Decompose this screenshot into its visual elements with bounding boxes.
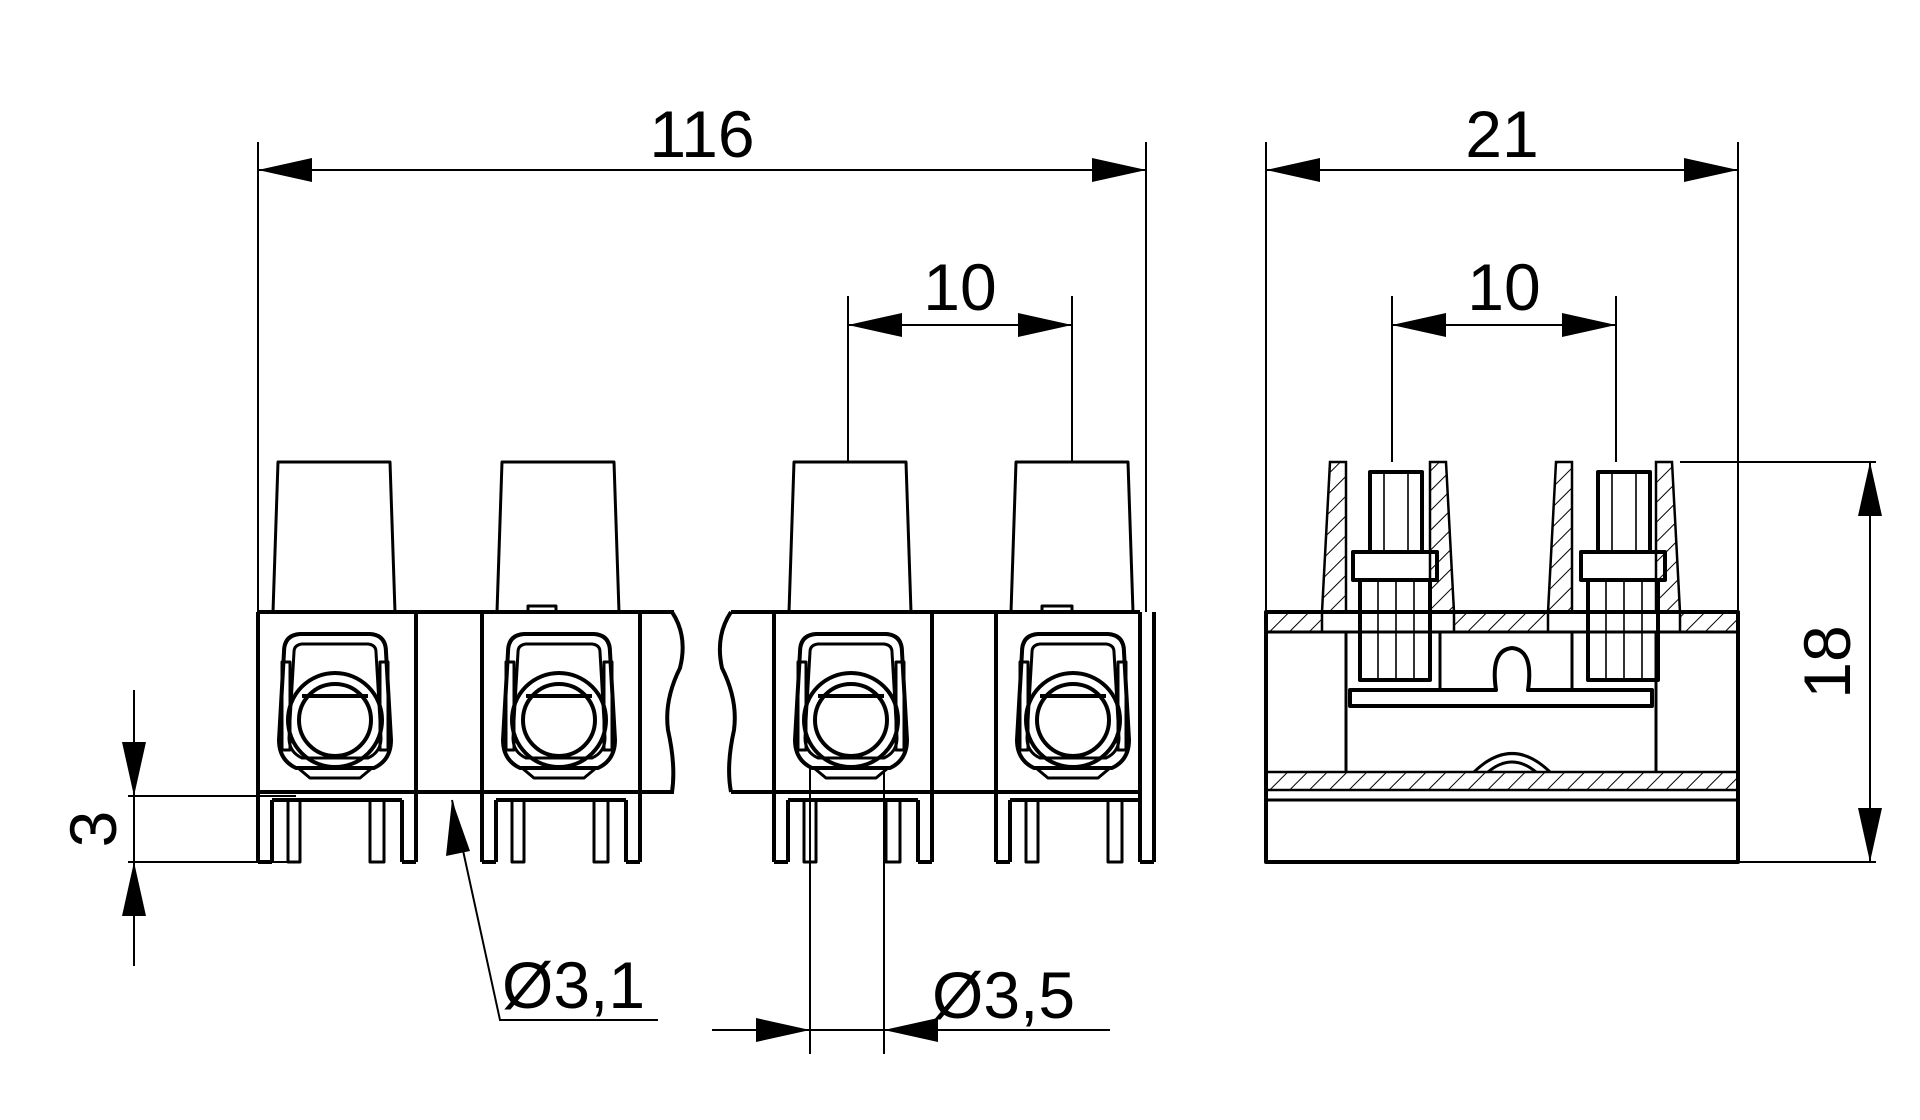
screw-left: [1351, 470, 1439, 682]
pole-4: [994, 460, 1156, 864]
dim-height: 18: [1680, 461, 1882, 863]
overall-length-label: 116: [649, 97, 754, 171]
pin-length-label: 3: [56, 811, 130, 848]
screw-right: [1579, 470, 1667, 682]
pole-2: [480, 460, 642, 864]
dim-pin-length: 3: [56, 690, 296, 966]
dim-hole-wire: Ø3,5: [712, 768, 1110, 1054]
height-label: 18: [1790, 625, 1864, 698]
dim-pitch-front: 10: [847, 250, 1073, 462]
hole-mount-label: Ø3,1: [502, 948, 645, 1022]
front-view: [256, 460, 1156, 864]
pole-1: [256, 460, 418, 864]
pole-3: [772, 460, 934, 864]
pitch-front-label: 10: [923, 250, 996, 324]
dim-overall-length: 116: [257, 97, 1147, 612]
dim-pitch-side: 10: [1391, 250, 1617, 462]
dim-depth: 21: [1265, 97, 1739, 612]
dim-hole-mount: Ø3,1: [446, 799, 658, 1022]
hole-wire-label: Ø3,5: [932, 958, 1075, 1032]
pitch-side-label: 10: [1467, 250, 1540, 324]
depth-label: 21: [1465, 97, 1538, 171]
side-view: [1264, 460, 1740, 864]
